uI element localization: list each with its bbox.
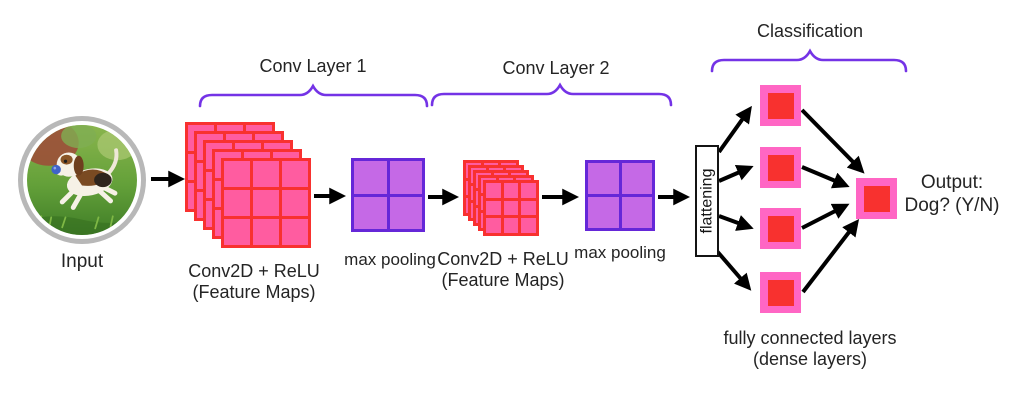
neuron-core (767, 154, 794, 181)
feature-map-cell (521, 200, 536, 216)
max-pooling-1-label: max pooling (344, 250, 436, 269)
classification-label: Classification (756, 21, 864, 41)
feature-map-cell (521, 183, 536, 198)
feature-map-cell (282, 219, 308, 245)
pooling-cell (354, 196, 387, 229)
pooling-cell (389, 196, 422, 229)
conv2-caption-line1: Conv2D + ReLU (437, 249, 569, 269)
neuron-core (767, 92, 794, 119)
max-pooling-2-label: max pooling (574, 243, 666, 262)
conv1-caption: Conv2D + ReLU (Feature Maps) (154, 261, 354, 303)
dense-neuron-3 (760, 208, 801, 249)
pooling-grid (351, 158, 425, 232)
conv2-feature-map-stack (463, 160, 539, 236)
feature-map-cell (253, 219, 279, 245)
conv-layer-1-label: Conv Layer 1 (259, 56, 367, 76)
arrow-neuron2-to-output (801, 165, 850, 189)
brace-conv-layer-1 (198, 83, 429, 108)
pooling-cell (588, 163, 619, 194)
dense-neuron-1 (760, 85, 801, 126)
feature-map-cell (224, 161, 250, 187)
feature-map-grid (221, 158, 311, 248)
pooling-cell (588, 197, 619, 228)
conv1-caption-line1: Conv2D + ReLU (188, 261, 320, 281)
max-pooling-1-grid (351, 158, 425, 232)
feature-map-cell (224, 219, 250, 245)
feature-map-cell (282, 190, 308, 216)
feature-map-cell (503, 183, 519, 198)
output-text-line2: Dog? (Y/N) (904, 195, 1000, 216)
output-neuron (856, 178, 897, 219)
dense-caption: fully connected layers (dense layers) (700, 328, 920, 370)
output-text: Output: Dog? (Y/N) (882, 171, 1022, 217)
feature-map-cell (253, 161, 279, 187)
arrow-neuron1-to-output (800, 108, 865, 174)
brace-conv-layer-2 (430, 82, 673, 107)
arrow-neuron3-to-output (801, 203, 850, 230)
feature-map-cell (486, 218, 501, 233)
feature-map-cell (503, 200, 519, 216)
feature-map-cell (521, 218, 536, 233)
dense-caption-line1: fully connected layers (723, 328, 897, 348)
feature-map-cell (486, 183, 501, 198)
max-pooling-2-grid (585, 160, 655, 231)
feature-map-grid (483, 180, 539, 236)
conv1-caption-line2: (Feature Maps) (192, 282, 316, 302)
input-label: Input (60, 251, 104, 272)
dense-neuron-4 (760, 272, 801, 313)
pooling-cell (389, 161, 422, 194)
arrow-neuron4-to-output (801, 219, 860, 294)
flattening-label: flattening (698, 168, 715, 234)
input-image (27, 125, 137, 235)
dense-neuron-2 (760, 147, 801, 188)
neuron-core (767, 279, 794, 306)
feature-map-cell (282, 161, 308, 187)
neuron-core (863, 185, 890, 212)
brace-classification (710, 48, 908, 73)
pooling-cell (621, 197, 652, 228)
feature-map-cell (253, 190, 279, 216)
feature-map-cell (486, 200, 501, 216)
arrow-flatten-to-neuron3 (718, 214, 754, 231)
dense-layer-column (760, 0, 801, 410)
dog-photo (27, 125, 137, 235)
arrow-flatten-to-neuron1 (717, 105, 752, 154)
pooling-grid (585, 160, 655, 231)
pooling-cell (354, 161, 387, 194)
flattening-box: flattening (695, 145, 719, 257)
conv2-caption-line2: (Feature Maps) (441, 270, 565, 290)
arrow-flatten-to-neuron4 (714, 248, 752, 291)
output-text-line1: Output: (920, 172, 984, 193)
input-image-frame (18, 116, 146, 244)
pooling-cell (621, 163, 652, 194)
neuron-core (767, 215, 794, 242)
dense-caption-line2: (dense layers) (752, 349, 868, 369)
arrow-flatten-to-neuron2 (718, 164, 754, 183)
conv-layer-2-label: Conv Layer 2 (502, 58, 610, 78)
conv1-feature-map-stack (185, 122, 311, 248)
conv2-caption: Conv2D + ReLU (Feature Maps) (403, 249, 603, 291)
feature-map-cell (224, 190, 250, 216)
feature-map-cell (503, 218, 519, 233)
